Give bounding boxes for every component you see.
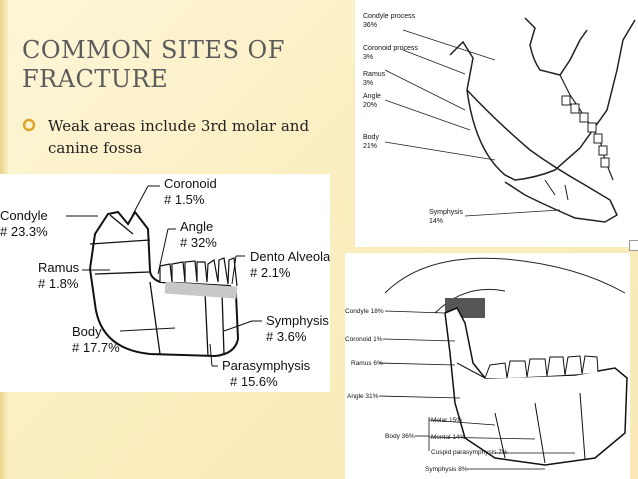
label-symphysis: Symphysis: [266, 313, 329, 328]
label-dento-alveolar-pct: # 2.1%: [250, 265, 291, 280]
label-condyle: Condyle: [0, 208, 48, 223]
label-symphysis-pct: 14%: [429, 218, 443, 225]
label-body: Body 36%: [385, 433, 415, 440]
bullet-item: Weak areas include 3rd molar and canine …: [48, 115, 332, 159]
label-coronoid: Coronoid process: [363, 45, 418, 52]
label-coronoid-pct: # 1.5%: [164, 192, 205, 207]
mandible-outline: [90, 212, 238, 356]
label-condyle: Condyle 18%: [345, 308, 384, 315]
label-angle-pct: # 32%: [180, 235, 217, 250]
label-angle: Angle: [363, 93, 381, 100]
mandible-outline: [450, 20, 635, 180]
mandible-figure-top: Condyle process 36% Coronoid process 3% …: [355, 0, 638, 247]
label-condyle-pct: 36%: [363, 22, 377, 29]
label-symphysis-pct: # 3.6%: [266, 329, 307, 344]
label-body-pct: 21%: [363, 143, 377, 150]
mandible-figure-left: Coronoid # 1.5% Condyle # 23.3% Angle # …: [0, 174, 330, 392]
label-mental: Mental 14%: [431, 434, 466, 441]
label-condyle-pct: # 23.3%: [0, 224, 48, 239]
label-ramus-pct: # 1.8%: [38, 276, 79, 291]
label-dento-alveolar: Dento Alveolar: [250, 249, 330, 264]
label-body: Body: [363, 134, 379, 141]
label-ramus: Ramus: [38, 260, 80, 275]
label-ramus: Ramus 6%: [351, 360, 383, 367]
label-symphysis: Symphysis: [429, 209, 463, 216]
label-angle: Angle 31%: [347, 393, 379, 400]
label-condyle: Condyle process: [363, 13, 416, 20]
label-angle: Angle: [180, 219, 213, 234]
label-cuspid: Cuspid parasymphysis 7%: [431, 449, 508, 456]
mandible-outline: [445, 308, 627, 465]
label-ramus-pct: 3%: [363, 80, 373, 87]
label-coronoid: Coronoid 1%: [345, 336, 383, 343]
label-angle-pct: 20%: [363, 102, 377, 109]
mandible-figure-bottom: Condyle 18% Coronoid 1% Ramus 6% Angle 3…: [345, 253, 630, 479]
label-coronoid-pct: 3%: [363, 54, 373, 61]
label-parasymphysis-pct: # 15.6%: [230, 374, 278, 389]
label-coronoid: Coronoid: [164, 176, 217, 191]
label-molar: Molar 15%: [431, 417, 462, 424]
label-body-pct: # 17.7%: [72, 340, 120, 355]
slide-title: COMMON SITES OF FRACTURE: [22, 36, 322, 94]
bullet-ring-icon: [22, 118, 36, 132]
label-ramus: Ramus: [363, 71, 386, 78]
label-symphysis: Symphysis 8%: [425, 466, 468, 473]
label-parasymphysis: Parasymphysis: [222, 358, 311, 373]
label-body: Body: [72, 324, 102, 339]
bullet-list: Weak areas include 3rd molar and canine …: [22, 115, 332, 159]
resize-corner-icon: [629, 240, 638, 251]
